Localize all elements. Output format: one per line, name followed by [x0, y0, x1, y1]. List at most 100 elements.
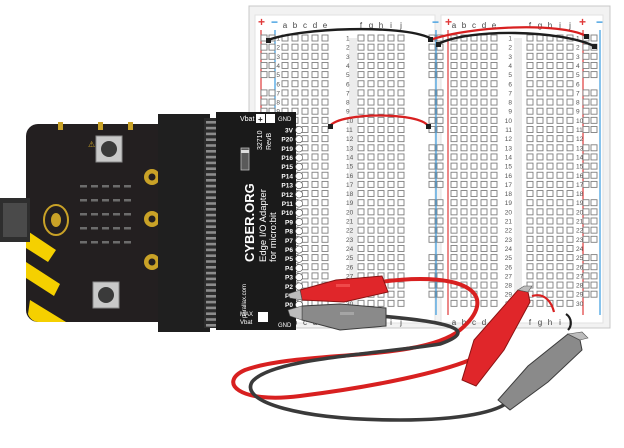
- breadboard-hole: [301, 254, 309, 262]
- breadboard-hole: [556, 290, 564, 298]
- button-b-top[interactable]: ⚠: [88, 135, 123, 163]
- rail-hole: [268, 98, 276, 106]
- adapter-pin-label: P11: [282, 201, 294, 208]
- rail-minus-sign-mid: −: [432, 15, 439, 29]
- breadboard-hole: [490, 180, 498, 188]
- breadboard-hole: [450, 217, 458, 225]
- row-number: 5: [576, 72, 580, 79]
- breadboard-hole: [546, 52, 554, 60]
- breadboard-hole: [460, 254, 468, 262]
- breadboard-hole: [556, 107, 564, 115]
- rail-hole: [268, 71, 276, 79]
- breadboard-hole: [450, 52, 458, 60]
- breadboard-hole: [526, 34, 534, 42]
- breadboard-hole: [377, 162, 385, 170]
- connector-tooth: [206, 184, 216, 188]
- breadboard-hole: [387, 254, 395, 262]
- breadboard-hole: [546, 98, 554, 106]
- red-clip-right[interactable]: [461, 285, 533, 387]
- red-clip-left[interactable]: [287, 275, 389, 303]
- row-number: 13: [576, 145, 584, 152]
- gnd-label-bottom: GND: [278, 323, 292, 329]
- breadboard-hole: [566, 153, 574, 161]
- breadboard-hole: [357, 162, 365, 170]
- alligator-leads: [231, 275, 589, 422]
- wire-end: [436, 42, 441, 47]
- connector-tooth: [206, 190, 216, 194]
- row-number: 21: [576, 219, 584, 226]
- breadboard-hole: [480, 80, 488, 88]
- row-number: 20: [576, 209, 584, 216]
- breadboard-hole: [301, 34, 309, 42]
- breadboard-hole: [490, 98, 498, 106]
- breadboard-hole: [367, 299, 375, 307]
- row-number: 19: [346, 200, 354, 207]
- adapter-pin-hole: [295, 227, 303, 236]
- breadboard-hole: [311, 190, 319, 198]
- wire-end: [426, 124, 431, 129]
- breadboard-hole: [566, 244, 574, 252]
- row-number: 11: [346, 127, 353, 134]
- rail-hole: [582, 116, 590, 124]
- adapter-pin-label: P16: [281, 155, 293, 162]
- gray-lead-wire: [248, 314, 512, 422]
- row-number: 1: [576, 36, 580, 43]
- rail-hole: [582, 153, 590, 161]
- jumper-black-top-right: [437, 31, 595, 48]
- breadboard-hole: [490, 116, 498, 124]
- breadboard-hole: [526, 71, 534, 79]
- breadboard-hole: [460, 190, 468, 198]
- breadboard-hole: [281, 80, 289, 88]
- breadboard-hole: [480, 162, 488, 170]
- button-a-bottom[interactable]: [92, 281, 120, 309]
- row-number: 17: [346, 182, 354, 189]
- breadboard-hole: [450, 235, 458, 243]
- led: [80, 213, 87, 216]
- rail-hole: [590, 144, 598, 152]
- breadboard-hole: [321, 180, 329, 188]
- breadboard-hole: [490, 299, 498, 307]
- rail-plus-sign-mid: +: [445, 15, 452, 29]
- adapter-part-number: 32710: [257, 130, 264, 150]
- breadboard-hole: [397, 116, 405, 124]
- gray-clip-left[interactable]: [287, 303, 387, 331]
- row-number: 7: [508, 90, 512, 97]
- breadboard-hole: [357, 190, 365, 198]
- breadboard-hole: [387, 62, 395, 69]
- rail-hole: [428, 144, 436, 152]
- breadboard-hole: [526, 244, 534, 252]
- breadboard-hole: [480, 52, 488, 60]
- breadboard-hole: [546, 281, 554, 289]
- breadboard-hole: [357, 208, 365, 216]
- breadboard-hole: [526, 199, 534, 207]
- breadboard-hole: [397, 244, 405, 252]
- adapter-name-line1: Edge I/O Adapter: [258, 189, 269, 262]
- row-number: 1: [346, 36, 350, 43]
- breadboard-hole: [397, 153, 405, 161]
- led: [80, 199, 87, 202]
- gray-clip-right[interactable]: [497, 331, 589, 411]
- adapter-pin-hole: [295, 190, 303, 199]
- max-label: MAX: [240, 312, 253, 318]
- breadboard-hole: [556, 208, 564, 216]
- breadboard-hole: [470, 263, 478, 271]
- connector-tooth: [206, 161, 216, 165]
- breadboard-hole: [490, 126, 498, 133]
- breadboard-hole: [291, 62, 299, 69]
- breadboard-hole: [526, 171, 534, 179]
- rail-hole: [428, 254, 436, 262]
- row-number: 28: [505, 283, 513, 290]
- breadboard-hole: [450, 89, 458, 97]
- breadboard-hole: [377, 98, 385, 106]
- breadboard-hole: [397, 226, 405, 234]
- breadboard-hole: [301, 281, 309, 289]
- red-lead-wire: [231, 277, 480, 400]
- breadboard-hole: [367, 153, 375, 161]
- breadboard-hole: [367, 52, 375, 60]
- breadboard-hole: [460, 153, 468, 161]
- breadboard-hole: [450, 107, 458, 115]
- breadboard-hole: [357, 89, 365, 97]
- rail-hole: [436, 116, 444, 124]
- breadboard-hole: [470, 144, 478, 152]
- breadboard-hole: [367, 226, 375, 234]
